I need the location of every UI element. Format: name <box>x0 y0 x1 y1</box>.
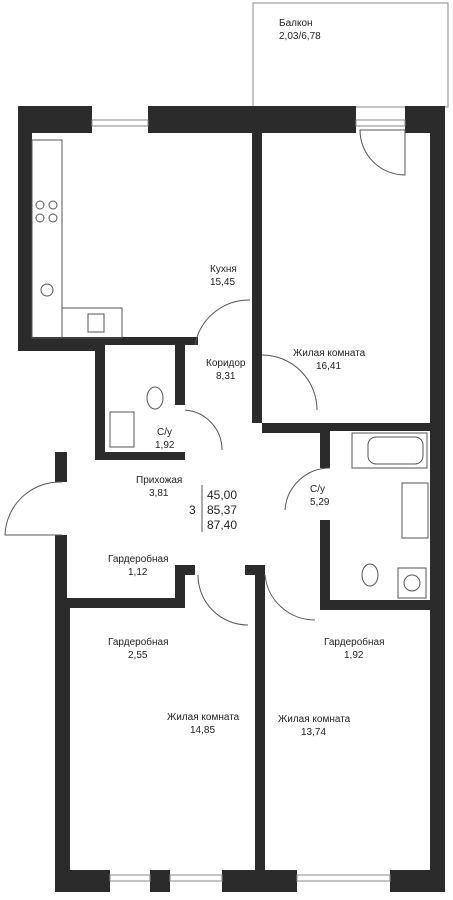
bath1-name: С/у <box>157 427 172 438</box>
apartment-summary: 3 45,00 85,37 87,40 <box>189 485 237 532</box>
hall-name: Прихожая <box>136 475 182 486</box>
living3-area: 13,74 <box>301 727 326 738</box>
bath2-area: 5,29 <box>310 497 330 508</box>
rooms-count: 3 <box>189 503 196 517</box>
corridor-area: 8,31 <box>216 371 236 382</box>
wardrobe2-name: Гардеробная <box>108 636 169 648</box>
bath1-area: 1,92 <box>155 440 175 451</box>
living2-area: 14,85 <box>190 725 215 736</box>
hall-area: 3,81 <box>149 488 169 499</box>
door-swings <box>4 129 406 626</box>
wardrobe3-area: 1,92 <box>344 650 364 661</box>
area-living: 45,00 <box>207 488 237 502</box>
living2-name: Жилая комната <box>167 712 240 723</box>
area-with-balcony: 87,40 <box>207 518 237 532</box>
living1-name: Жилая комната <box>293 348 366 359</box>
kitchen-fixtures <box>31 139 123 339</box>
wardrobe1-name: Гардеробная <box>108 553 169 565</box>
walls <box>18 106 445 892</box>
corridor-name: Коридор <box>206 358 246 369</box>
living1-area: 16,41 <box>316 361 341 372</box>
wardrobe1-area: 1,12 <box>128 567 148 578</box>
balcony-area-value: 2,03/6,78 <box>279 31 321 42</box>
wardrobe3-name: Гардеробная <box>324 636 385 648</box>
area-total: 85,37 <box>207 503 237 517</box>
bathroom-fixtures <box>109 386 429 599</box>
balcony-name: Балкон <box>279 18 313 29</box>
bath2-name: С/у <box>310 484 325 495</box>
kitchen-area: 15,45 <box>210 277 235 288</box>
living3-name: Жилая комната <box>278 714 351 725</box>
wardrobe2-area: 2,55 <box>128 650 148 661</box>
kitchen-name: Кухня <box>210 264 237 275</box>
